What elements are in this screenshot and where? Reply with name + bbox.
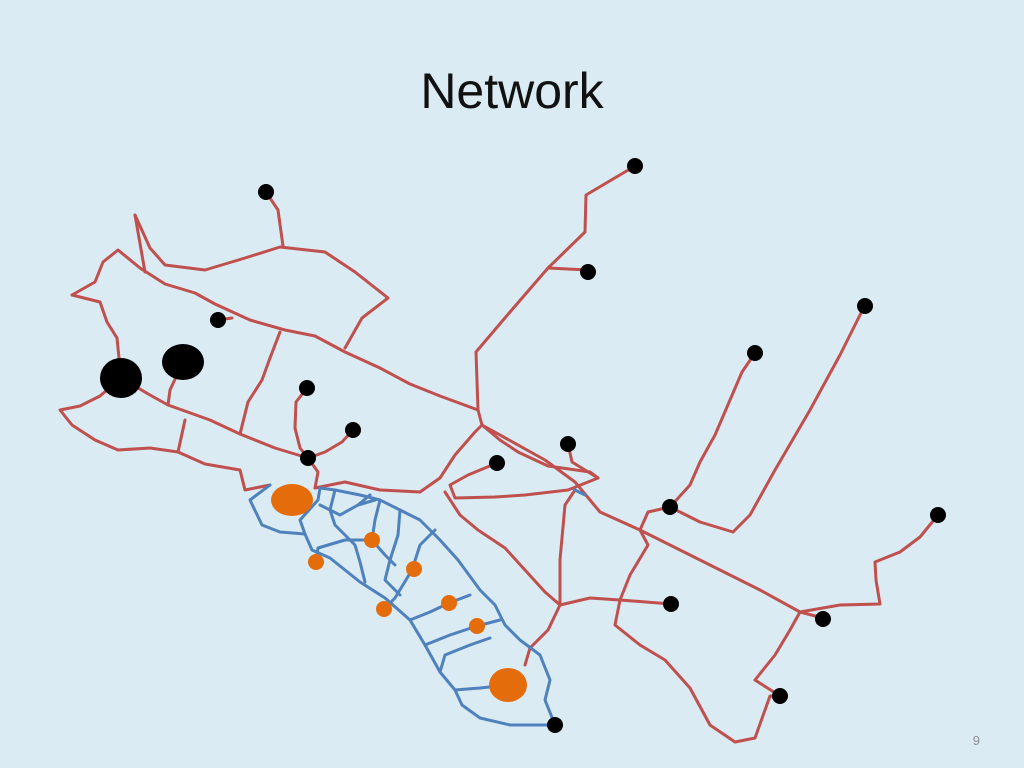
main-node [627,158,643,174]
main-nodes [100,158,946,733]
network-line [133,213,147,274]
network-line [668,351,757,509]
sub-node [441,595,457,611]
main-node [747,345,763,361]
network-line [238,330,282,436]
sub-network-line [314,538,374,564]
main-node [258,184,274,200]
sub-node-large [271,484,313,516]
main-node [210,312,226,328]
sub-node-large [489,668,527,702]
main-node [299,380,315,396]
sub-network-line [318,486,557,727]
sub-node [406,561,422,577]
main-node [930,507,946,523]
network-line [70,248,484,427]
sub-network-line [248,483,557,727]
sub-network-line [573,488,587,497]
network-line [558,596,673,607]
main-network-lines [58,164,940,744]
sub-network-line [383,508,402,597]
sub-network-line [408,593,472,622]
network-line [448,423,600,500]
network-line [753,610,802,698]
main-node [547,717,563,733]
network-line [523,603,562,667]
main-node [857,298,873,314]
network-line [70,293,123,380]
network-line [293,386,310,460]
network-line [119,376,310,460]
network-line [618,505,672,602]
sub-network-line [438,636,492,674]
network-line [668,505,735,534]
network-line [58,376,272,492]
network-line [133,213,390,350]
sub-nodes [271,484,527,702]
sub-network-line [298,486,322,536]
page-number: 9 [972,733,980,748]
main-node [772,688,788,704]
main-node [300,450,316,466]
network-line [176,418,187,454]
sub-node [308,554,324,570]
sub-node [469,618,485,634]
network-line [474,164,637,412]
network-line [613,598,782,744]
network-line [558,488,577,607]
main-node [815,611,831,627]
sub-network-line [318,498,377,517]
main-node [663,596,679,612]
sub-network-line [356,493,372,507]
main-node [580,264,596,280]
main-node-large [100,358,142,398]
network-line [443,490,562,607]
main-node-large [162,344,204,380]
sub-network-lines [248,483,587,727]
network-line [264,190,285,248]
slide-title: Network [420,63,604,119]
sub-network-line [423,618,502,647]
main-node [560,436,576,452]
sub-node [364,532,380,548]
network-line [313,423,484,494]
sub-node [376,601,392,617]
main-node [345,422,361,438]
network-line [798,513,940,614]
main-node [662,499,678,515]
main-node [489,455,505,471]
network-line [480,423,802,614]
network-line [731,303,867,534]
sub-network-line [328,488,367,584]
network-line [306,428,355,460]
